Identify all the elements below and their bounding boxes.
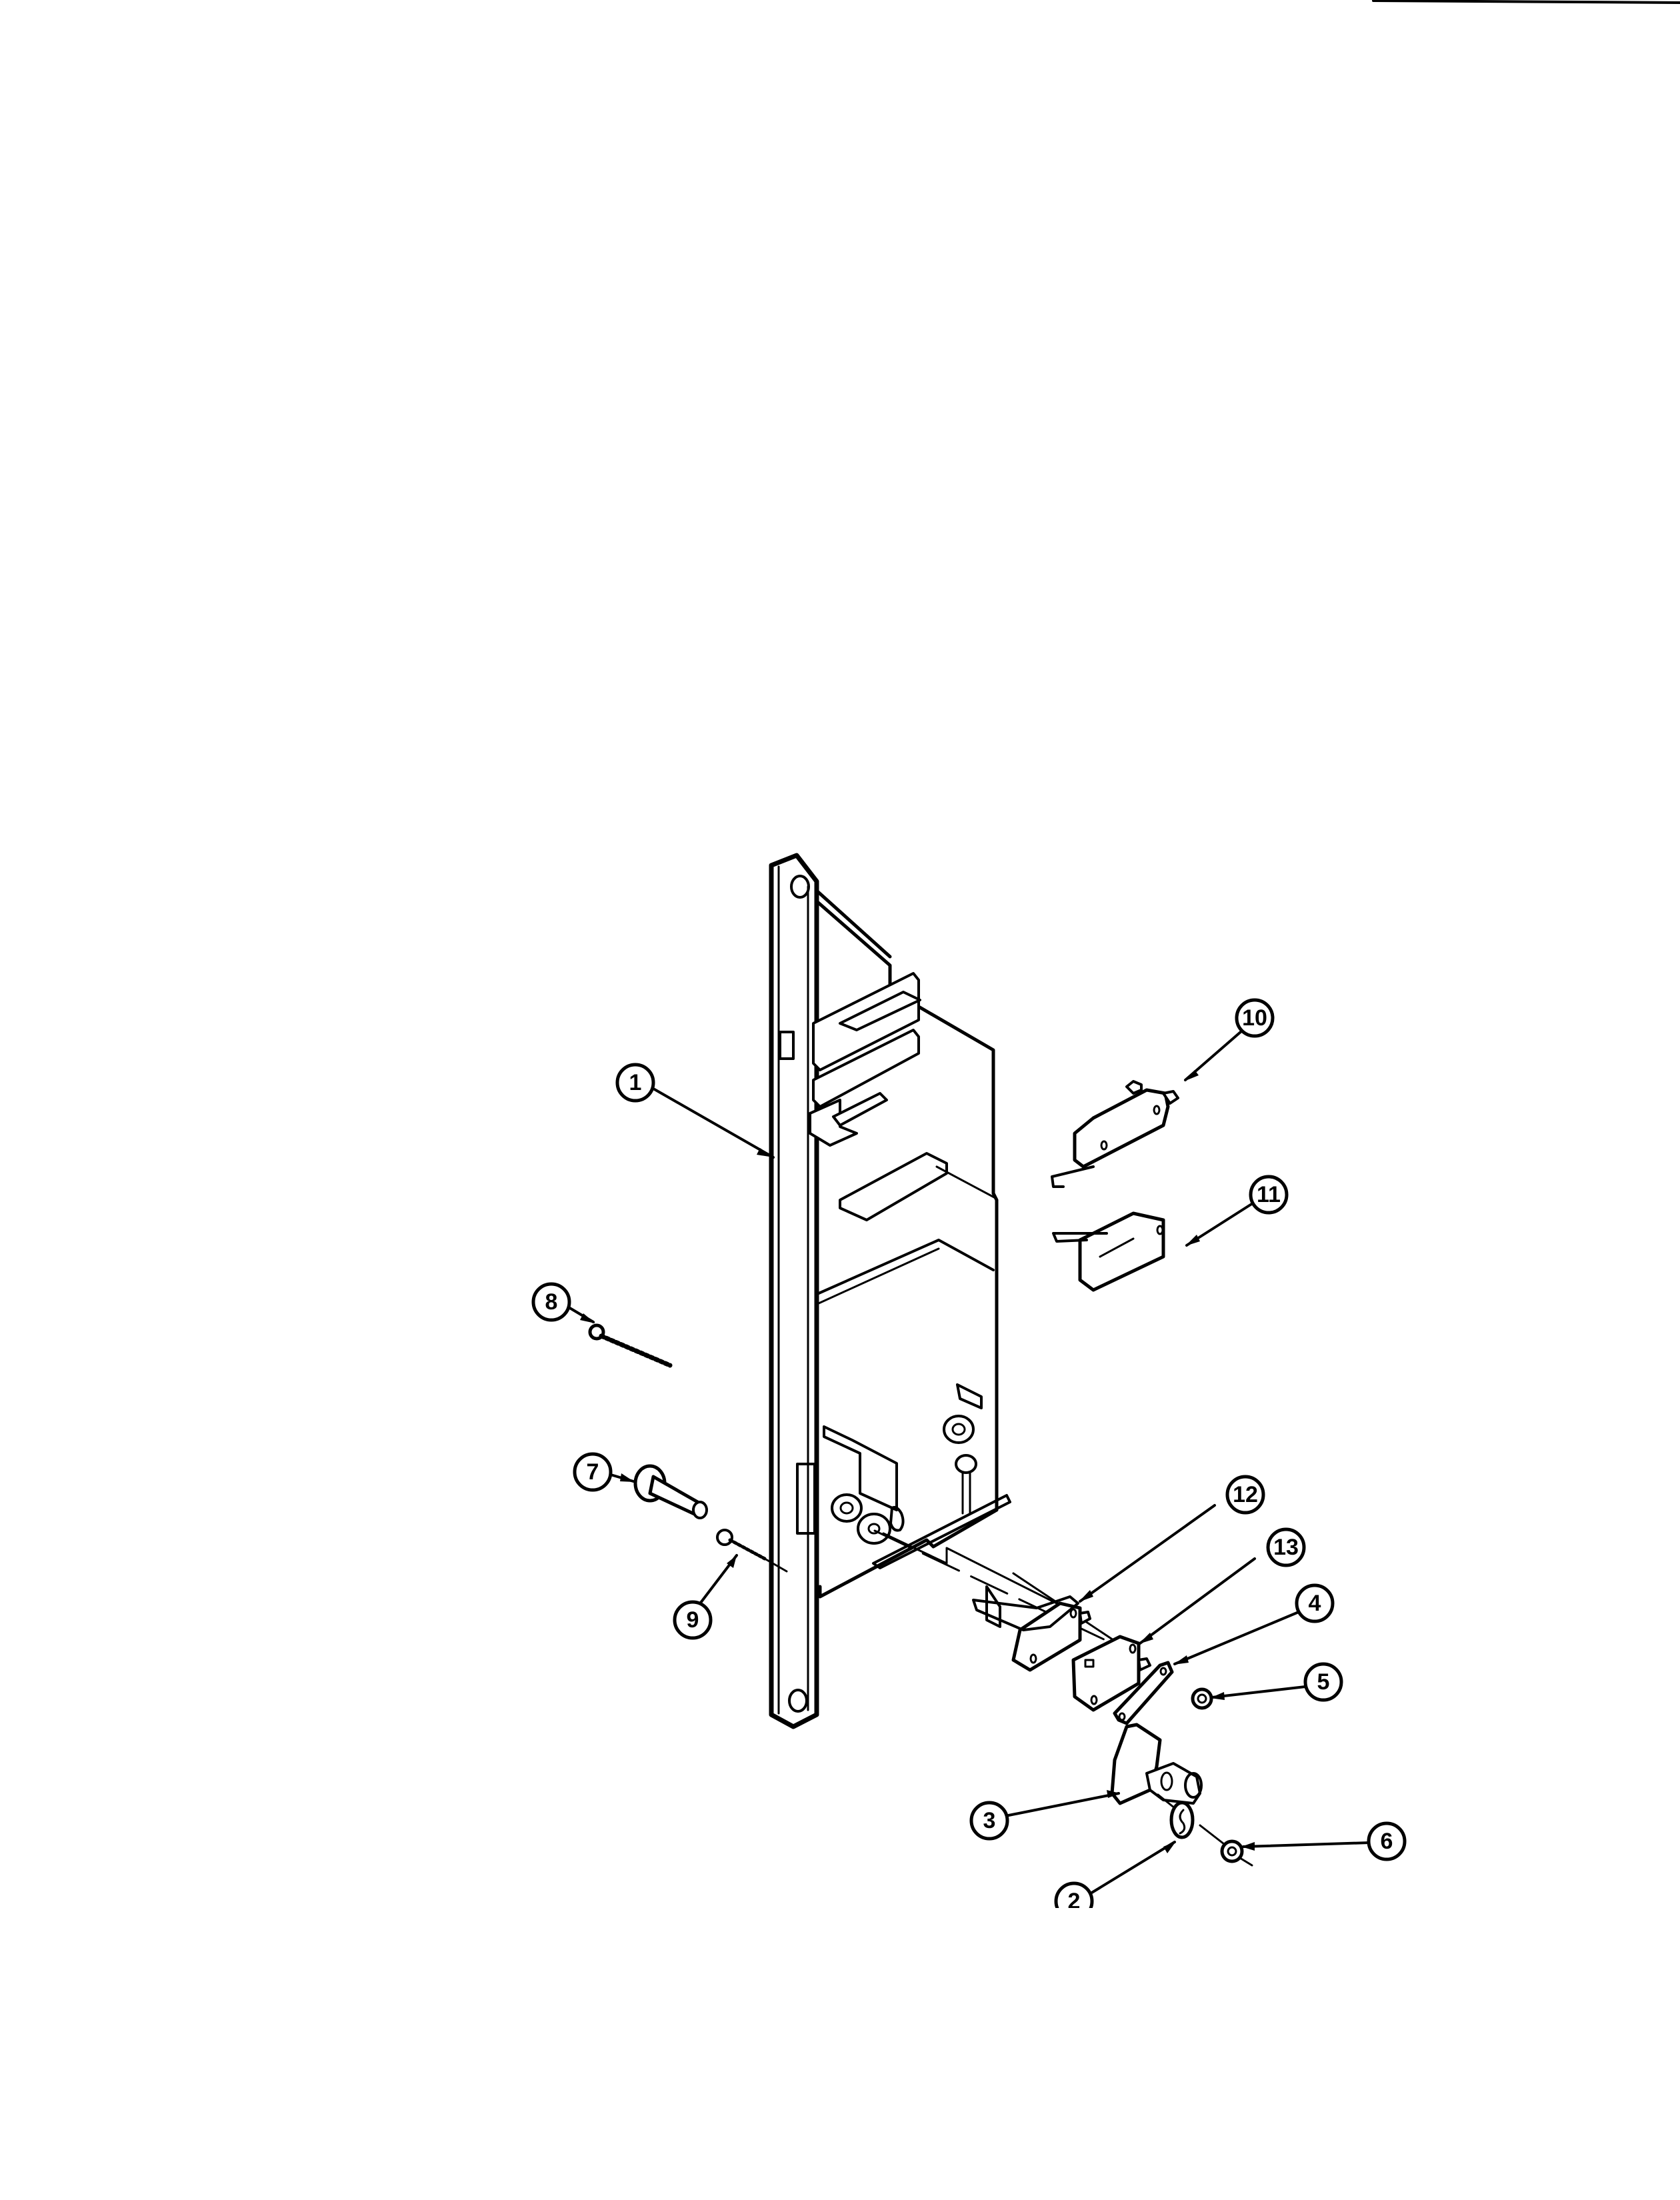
callout-11: 11	[1249, 1175, 1289, 1215]
actuator-lever-3	[1110, 1723, 1203, 1805]
svg-text:3: 3	[983, 1808, 996, 1833]
callout-5: 5	[1303, 1662, 1343, 1702]
svg-text:6: 6	[1381, 1829, 1393, 1854]
lock-nut-6	[1157, 1793, 1253, 1867]
micro-switch-12	[972, 1585, 1091, 1672]
svg-text:2: 2	[1068, 1889, 1081, 1914]
shoulder-pin-7	[633, 1464, 708, 1519]
long-screw-8	[588, 1323, 673, 1368]
svg-text:5: 5	[1317, 1669, 1330, 1695]
svg-text:12: 12	[1233, 1482, 1258, 1507]
svg-text:7: 7	[587, 1459, 599, 1485]
top-edge-rule	[1372, 0, 1680, 4]
lock-nut-5	[1191, 1687, 1213, 1710]
mounting-panel	[769, 853, 1135, 1729]
callout-13: 13	[1266, 1527, 1306, 1567]
callout-1: 1	[615, 1063, 655, 1103]
callout-10: 10	[1235, 998, 1275, 1038]
svg-text:8: 8	[545, 1289, 558, 1315]
bracket-strip-4	[1113, 1661, 1174, 1725]
micro-switch-10	[1051, 1080, 1179, 1188]
svg-text:4: 4	[1309, 1591, 1321, 1616]
e-ring-retainer-2	[1169, 1801, 1195, 1839]
callout-7: 7	[573, 1452, 613, 1492]
callout-4: 4	[1295, 1583, 1335, 1623]
micro-switch-13	[1071, 1635, 1151, 1712]
svg-text:13: 13	[1273, 1535, 1299, 1560]
svg-text:10: 10	[1242, 1005, 1267, 1031]
micro-switch-11	[1052, 1211, 1165, 1292]
svg-text:1: 1	[629, 1070, 642, 1095]
callout-12: 12	[1225, 1475, 1265, 1515]
callout-8: 8	[531, 1282, 571, 1322]
bottom-crop-mask	[1040, 1908, 1120, 1935]
leader-lines	[567, 1030, 1371, 1895]
svg-text:11: 11	[1257, 1182, 1281, 1207]
svg-text:9: 9	[687, 1607, 699, 1633]
callout-6: 6	[1367, 1821, 1407, 1861]
callout-3: 3	[969, 1801, 1009, 1841]
callout-9: 9	[673, 1600, 713, 1640]
short-screw-9	[716, 1529, 788, 1573]
